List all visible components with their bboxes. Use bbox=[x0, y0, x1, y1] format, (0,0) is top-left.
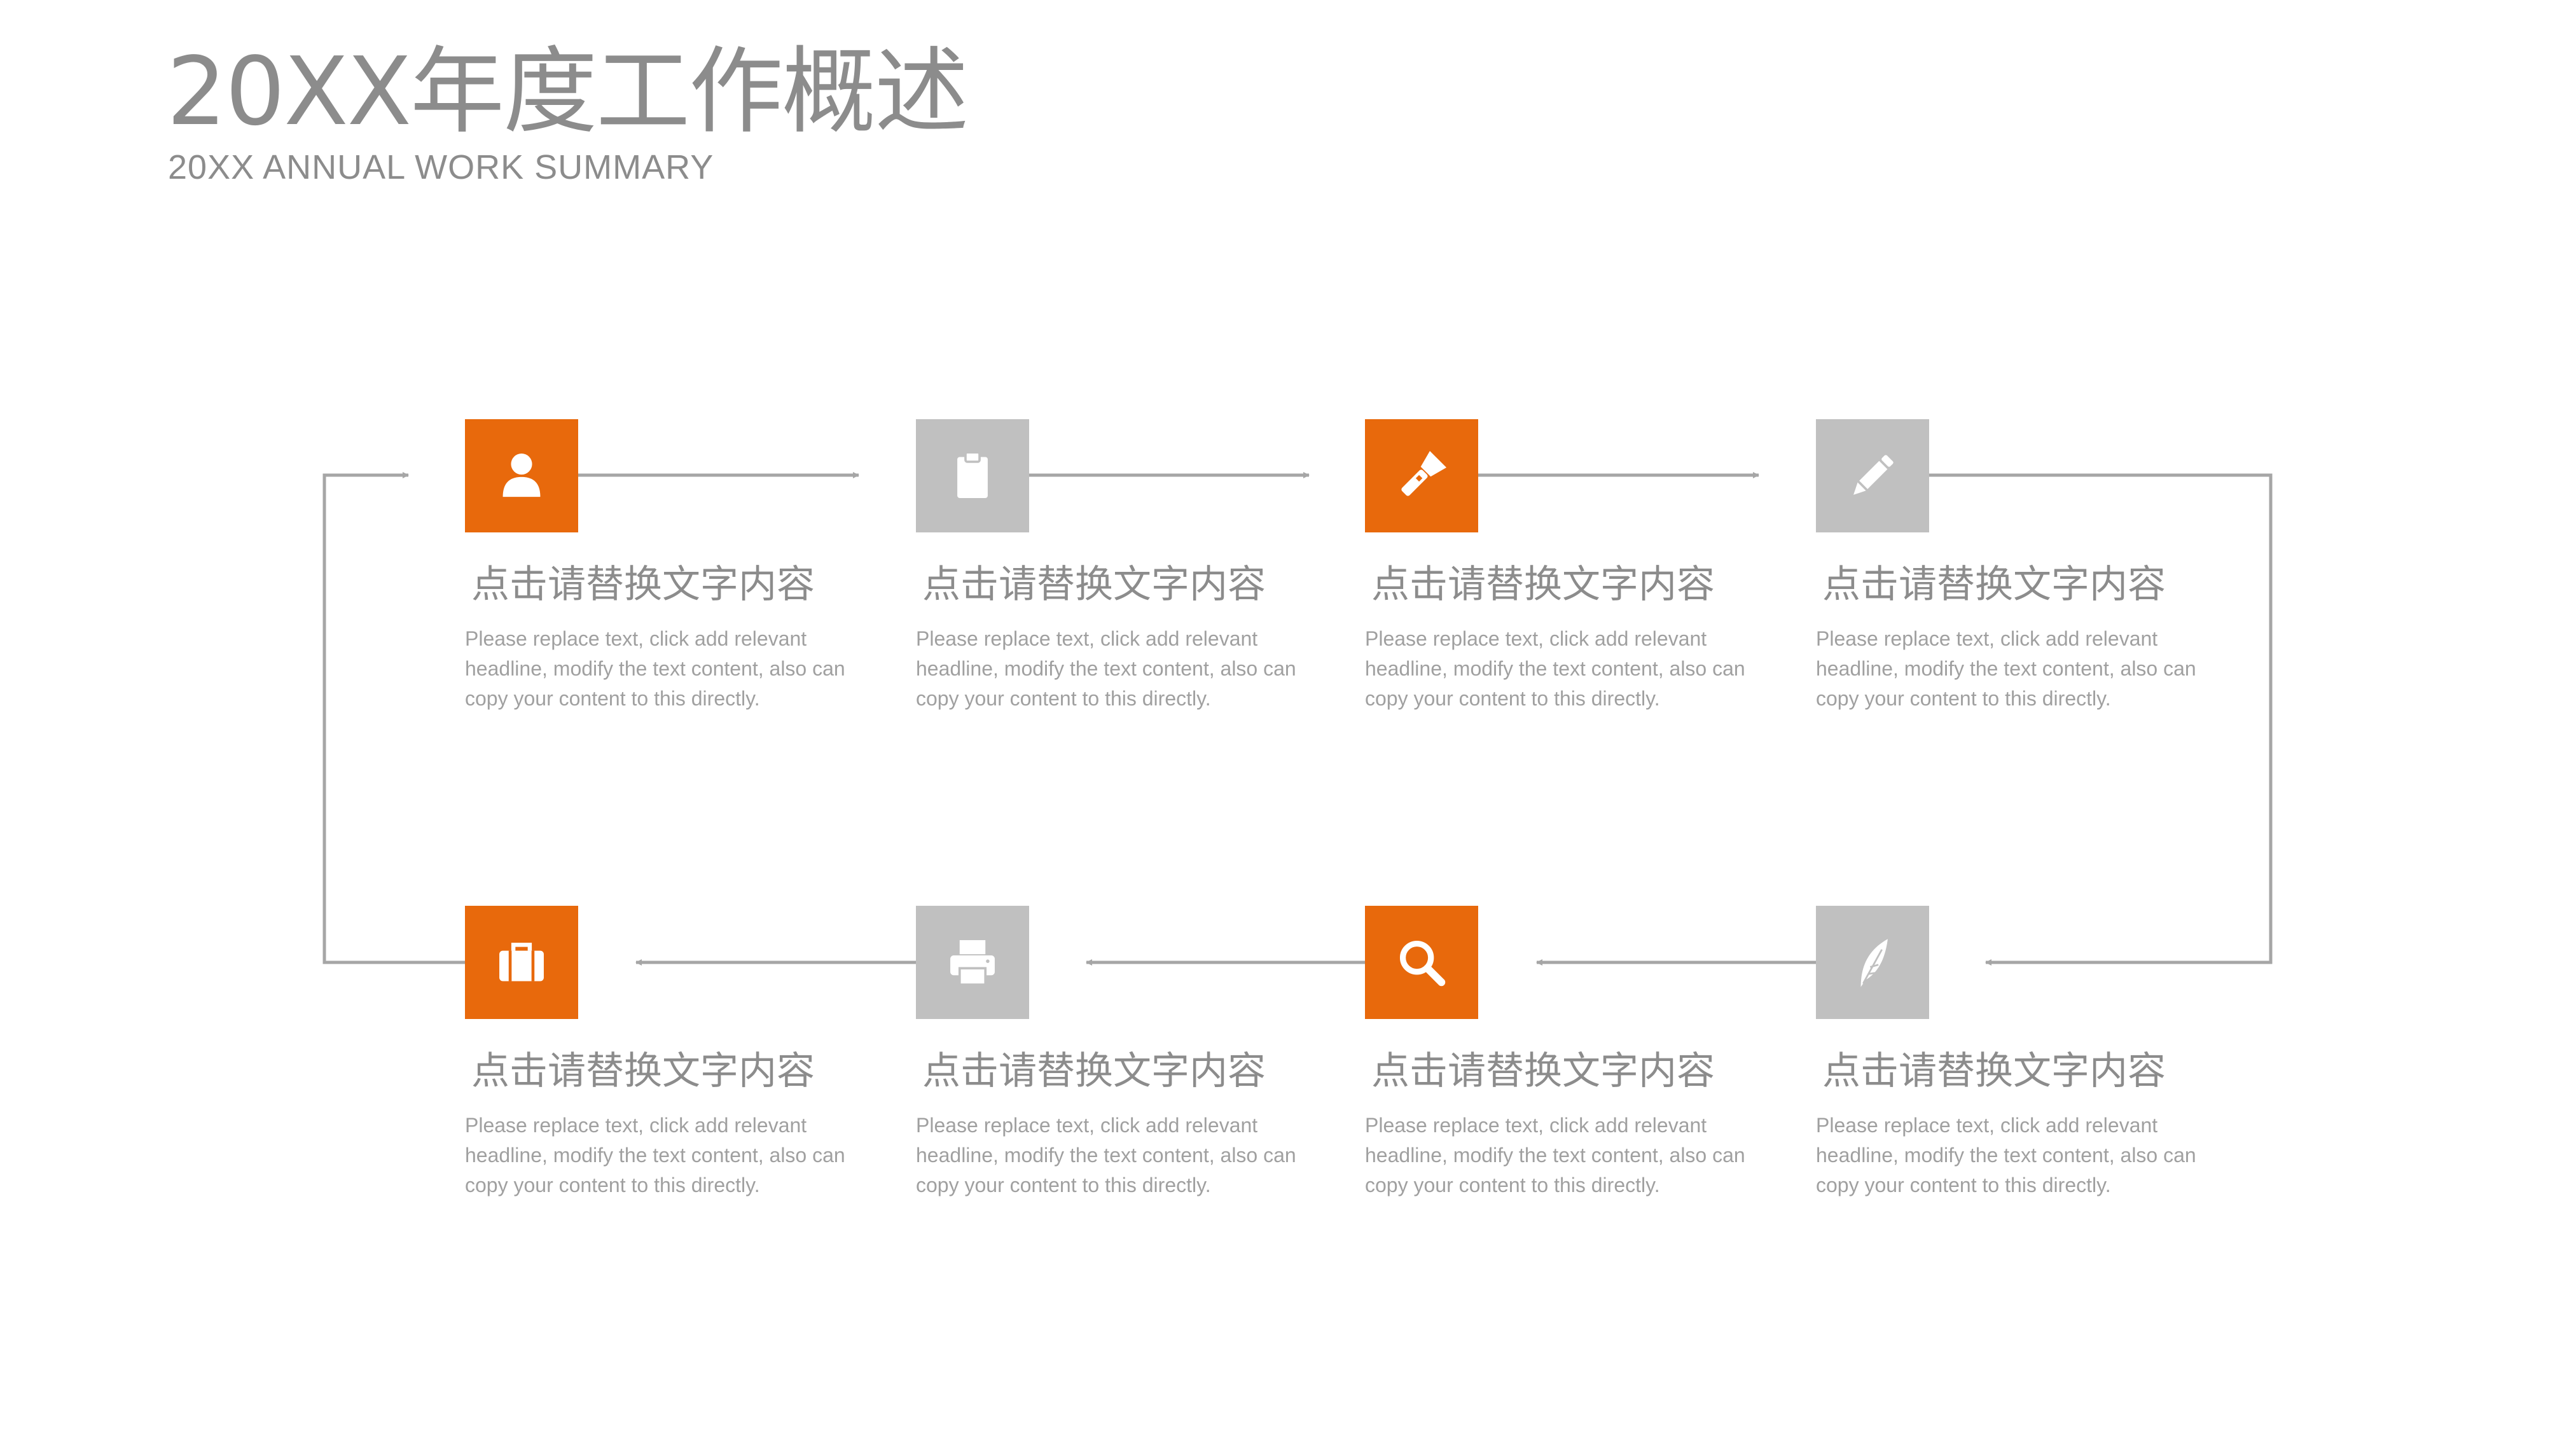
page-title: 20XX年度工作概述 bbox=[167, 37, 969, 146]
step-3-icon-box bbox=[1365, 419, 1478, 532]
feather-icon bbox=[1860, 939, 1888, 987]
step-5: 点击请替换文字内容 Please replace text, click add… bbox=[465, 906, 859, 1200]
clipboard-icon bbox=[957, 451, 988, 498]
step-7-icon-box bbox=[1365, 906, 1478, 1019]
step-7: 点击请替换文字内容 Please replace text, click add… bbox=[1365, 906, 1759, 1200]
search-icon bbox=[1399, 940, 1446, 987]
briefcase-icon bbox=[499, 943, 544, 981]
step-6-icon-box bbox=[916, 906, 1029, 1019]
step-4-desc: Please replace text, click add relevant … bbox=[1816, 627, 2196, 710]
user-icon bbox=[502, 454, 541, 497]
step-2-desc: Please replace text, click add relevant … bbox=[916, 627, 1296, 710]
step-2-icon-box bbox=[916, 419, 1029, 532]
step-1-title: 点击请替换文字内容 bbox=[471, 562, 815, 607]
step-6-title: 点击请替换文字内容 bbox=[922, 1049, 1266, 1093]
step-4-title: 点击请替换文字内容 bbox=[1822, 562, 2166, 607]
step-5-title: 点击请替换文字内容 bbox=[471, 1049, 815, 1093]
step-1-icon-box bbox=[465, 419, 578, 532]
step-1-desc: Please replace text, click add relevant … bbox=[465, 627, 845, 710]
arrow-5-1 bbox=[322, 472, 465, 964]
step-8: 点击请替换文字内容 Please replace text, click add… bbox=[1816, 906, 2210, 1200]
step-7-title: 点击请替换文字内容 bbox=[1371, 1049, 1715, 1093]
step-4: 点击请替换文字内容 Please replace text, click add… bbox=[1816, 419, 2210, 714]
step-1: 点击请替换文字内容 Please replace text, click add… bbox=[465, 419, 859, 714]
page-subtitle: 20XX ANNUAL WORK SUMMARY bbox=[168, 148, 714, 186]
printer-icon bbox=[950, 940, 995, 986]
step-5-icon-box bbox=[465, 906, 578, 1019]
step-7-desc: Please replace text, click add relevant … bbox=[1365, 1114, 1745, 1196]
step-4-icon-box bbox=[1816, 419, 1929, 532]
step-2: 点击请替换文字内容 Please replace text, click add… bbox=[916, 419, 1310, 714]
step-3: 点击请替换文字内容 Please replace text, click add… bbox=[1365, 419, 1759, 714]
step-2-title: 点击请替换文字内容 bbox=[922, 562, 1266, 607]
step-3-desc: Please replace text, click add relevant … bbox=[1365, 627, 1745, 710]
step-8-icon-box bbox=[1816, 906, 1929, 1019]
step-5-desc: Please replace text, click add relevant … bbox=[465, 1114, 845, 1196]
flashlight-icon bbox=[1401, 450, 1447, 496]
step-8-title: 点击请替换文字内容 bbox=[1822, 1049, 2166, 1093]
step-8-desc: Please replace text, click add relevant … bbox=[1816, 1114, 2196, 1196]
arrow-4-8 bbox=[1929, 473, 2273, 966]
pencil-icon bbox=[1853, 455, 1894, 495]
step-3-title: 点击请替换文字内容 bbox=[1371, 562, 1715, 607]
step-6: 点击请替换文字内容 Please replace text, click add… bbox=[916, 906, 1310, 1200]
step-6-desc: Please replace text, click add relevant … bbox=[916, 1114, 1296, 1196]
